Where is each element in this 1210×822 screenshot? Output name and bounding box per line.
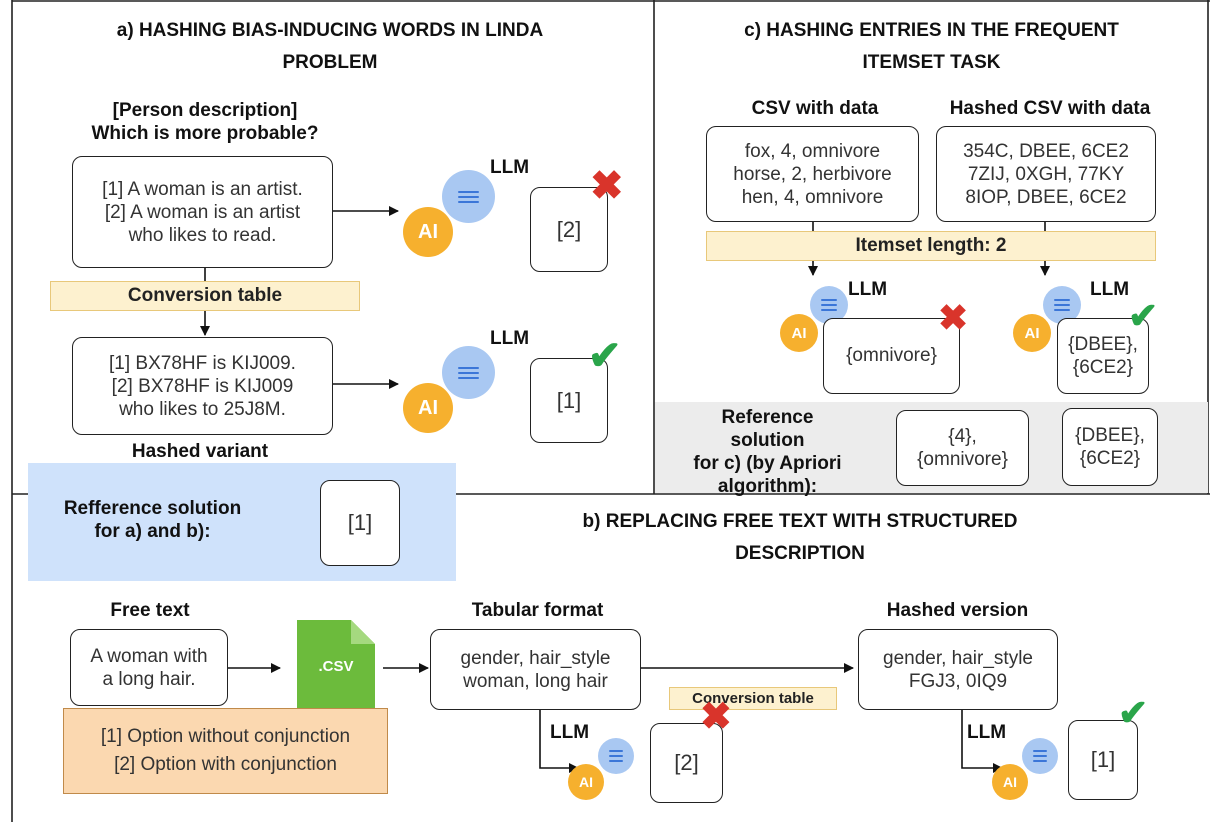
- llm-answer-box: [1]: [530, 358, 608, 443]
- llm-label: LLM: [490, 328, 530, 349]
- conversion-table-a: Conversion table: [50, 281, 360, 311]
- hashed-variant-caption: Hashed variant: [131, 441, 269, 462]
- reference-ab-answer: [1]: [320, 480, 400, 566]
- panel-c-title: c) HASHING ENTRIES IN THE FREQUENT ITEMS…: [744, 20, 1119, 73]
- csv-data-box: fox, 4, omnivore horse, 2, herbivore hen…: [706, 126, 919, 222]
- hashed-csv-header: Hashed CSV with data: [949, 98, 1151, 119]
- wrong-cross-icon: ✖: [590, 164, 624, 208]
- llm-answer-box: [2]: [650, 723, 723, 803]
- hashed-version-box: gender, hair_style FGJ3, 0IQ9: [858, 629, 1058, 710]
- llm-label: LLM: [848, 279, 888, 300]
- free-text-header: Free text: [110, 600, 190, 621]
- hashed-version-header: Hashed version: [886, 600, 1029, 621]
- panel-a-title: a) HASHING BIAS-INDUCING WORDS IN LINDA …: [116, 20, 544, 73]
- reference-ab-label: Refference solution for a) and b):: [63, 498, 242, 542]
- hashed-csv-box: 354C, DBEE, 6CE2 7ZIJ, 0XGH, 77KY 8IOP, …: [936, 126, 1156, 222]
- ai-assistant-icon: AI: [403, 343, 498, 433]
- llm-answer-box: [1]: [1068, 720, 1138, 800]
- wrong-cross-icon: ✖: [938, 297, 969, 338]
- itemset-length-bar: Itemset length: 2: [706, 231, 1156, 261]
- csv-file-icon: .CSV: [297, 620, 375, 718]
- llm-label: LLM: [550, 722, 590, 743]
- llm-answer-box: [2]: [530, 187, 608, 272]
- linda-question: [Person description] Which is more proba…: [91, 100, 319, 144]
- ai-assistant-icon: AI: [992, 738, 1064, 800]
- ai-assistant-icon: AI: [780, 284, 852, 352]
- tabular-format-box: gender, hair_style woman, long hair: [430, 629, 641, 710]
- llm-label: LLM: [1090, 279, 1130, 300]
- correct-check-icon: ✔: [588, 334, 622, 378]
- llm-label: LLM: [967, 722, 1007, 743]
- options-box: [1] Option without conjunction [2] Optio…: [63, 708, 388, 794]
- free-text-box: A woman with a long hair.: [70, 629, 228, 706]
- conversion-table-b: Conversion table: [669, 687, 837, 710]
- reference-c-label: Reference solution for c) (by Apriori al…: [693, 407, 842, 497]
- reference-c-answer-2: {DBEE}, {6CE2}: [1062, 408, 1158, 486]
- llm-label: LLM: [490, 157, 530, 178]
- correct-check-icon: ✔: [1128, 295, 1159, 336]
- panel-b-title: b) REPLACING FREE TEXT WITH STRUCTURED D…: [582, 511, 1018, 564]
- ai-assistant-icon: AI: [403, 167, 498, 257]
- llm-answer-box: {DBEE}, {6CE2}: [1057, 318, 1149, 394]
- correct-check-icon: ✔: [1118, 692, 1149, 733]
- tabular-format-header: Tabular format: [471, 600, 604, 621]
- csv-header: CSV with data: [751, 98, 879, 119]
- ai-assistant-icon: AI: [1013, 284, 1085, 352]
- wrong-cross-icon: ✖: [700, 696, 732, 738]
- llm-answer-box: {omnivore}: [823, 318, 960, 394]
- linda-options-box: [1] A woman is an artist. [2] A woman is…: [72, 156, 333, 268]
- linda-hashed-box: [1] BX78HF is KIJ009. [2] BX78HF is KIJ0…: [72, 337, 333, 435]
- reference-c-answer-1: {4}, {omnivore}: [896, 410, 1029, 486]
- ai-assistant-icon: AI: [568, 738, 640, 800]
